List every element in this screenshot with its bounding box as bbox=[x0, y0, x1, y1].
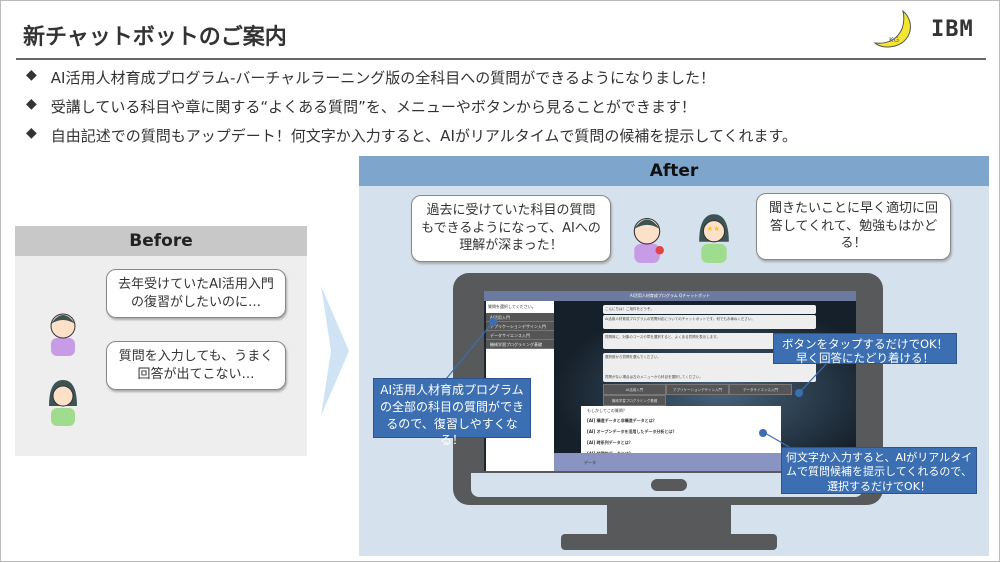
diamond-icon: ◆ bbox=[26, 96, 37, 112]
before-bubble-2: 質問を入力しても、うまく回答が出てこない… bbox=[106, 341, 286, 391]
sidebar-item[interactable]: データサイエンス入門 bbox=[486, 331, 554, 340]
bullet-text: 受講している科目や章に関する“よくある質問”を、メニューやボタンから見ることがで… bbox=[50, 98, 696, 116]
chat-input[interactable]: データ bbox=[554, 453, 856, 471]
svg-text:★★: ★★ bbox=[707, 224, 721, 233]
suggestion-heading: もしかしてこの質問？ bbox=[587, 408, 627, 413]
before-heading: Before bbox=[15, 226, 307, 256]
page-title: 新チャットボットのご案内 bbox=[23, 25, 287, 50]
distressed-girl-icon bbox=[49, 380, 77, 426]
bullet-2: ◆ 受講している科目や章に関する“よくある質問”を、メニューやボタンから見ることが… bbox=[26, 96, 696, 117]
bullet-text: AI活用人材育成プログラム-バーチャルラーニング版の全科目への質問ができるように… bbox=[50, 69, 715, 87]
diamond-icon: ◆ bbox=[26, 125, 37, 141]
sidebar-item[interactable]: AI活用入門 bbox=[486, 313, 554, 322]
before-bubble-1: 去年受けていたAI活用入門の復習がしたいのに… bbox=[106, 269, 286, 319]
monitor-button bbox=[651, 479, 687, 491]
course-button[interactable]: データサイエンス入門 bbox=[729, 384, 792, 395]
after-heading: After bbox=[359, 156, 989, 186]
confused-boy-icon bbox=[50, 313, 76, 356]
callout-dot bbox=[759, 429, 767, 437]
after-bubble-1: 過去に受けていた科目の質問もできるようになって、AIへの理解が深まった！ bbox=[411, 195, 611, 262]
chatbot-screen: AI活用人材育成プログラム Qチャットボット 質問を選択してください。 AI活用… bbox=[484, 291, 856, 471]
bullet-text: 自由記述での質問もアップデート！何文字か入力すると、AIがリアルタイムで質問の候… bbox=[50, 127, 798, 145]
course-button[interactable]: アプリケーションデザイン入門 bbox=[666, 384, 729, 395]
chat-message: 質問時に、対象のコースや章を選択すると、よくある質問を表示します。 bbox=[603, 333, 816, 349]
after-bubble-2: 聞きたいことに早く適切に回答してくれて、勉強もはかどる！ bbox=[756, 193, 951, 260]
suggestion-item[interactable]: [AI] オープンデータを活用したデータ分析とは？ bbox=[587, 429, 677, 434]
sidebar-item[interactable]: 機械学習プログラミング基礎 bbox=[486, 340, 554, 349]
course-button[interactable]: AI活用入門 bbox=[603, 384, 666, 395]
sidebar-prompt: 質問を選択してください。 bbox=[488, 304, 536, 309]
chat-message: 質問がない場合は左のメニューから科目を選択してください。 bbox=[603, 373, 816, 382]
suggestion-item[interactable]: [AI] 構造データと非構造データとは？ bbox=[587, 418, 657, 423]
sidebar-item[interactable]: アプリケーションデザイン入門 bbox=[486, 322, 554, 331]
course-button[interactable]: 機械学習プログラミング基礎 bbox=[603, 395, 666, 406]
diamond-icon: ◆ bbox=[26, 67, 37, 83]
monitor-stand bbox=[607, 504, 731, 536]
callout-button-tap: ボタンをタップするだけでOK！早く回答にたどり着ける！ bbox=[773, 333, 957, 365]
callout-dot bbox=[489, 318, 497, 326]
callout-dot bbox=[795, 389, 803, 397]
svg-text:KG: KG bbox=[889, 36, 899, 44]
chat-message: AI活用人材育成プログラムの質問対応についてのチャットボットです。何でもお尋ねく… bbox=[603, 315, 816, 329]
moon-logo-icon: KG bbox=[873, 9, 911, 48]
excited-girl-icon: ★★ bbox=[699, 214, 729, 263]
suggestion-item[interactable]: [AI] 時系列データとは？ bbox=[587, 440, 633, 445]
ibm-logo: IBM bbox=[931, 17, 974, 42]
happy-boy-icon bbox=[633, 217, 664, 263]
callout-realtime-suggest: 何文字か入力すると、AIがリアルタイムで質問候補を提示してくれるので、選択するだ… bbox=[781, 447, 977, 494]
suggestion-popup: もしかしてこの質問？ [AI] 構造データと非構造データとは？ [AI] オープ… bbox=[581, 406, 781, 458]
chatbot-title-bar: AI活用人材育成プログラム Qチャットボット bbox=[484, 291, 856, 301]
bullet-3: ◆ 自由記述での質問もアップデート！何文字か入力すると、AIがリアルタイムで質問の… bbox=[26, 125, 797, 146]
monitor-base bbox=[561, 534, 777, 550]
callout-all-subjects: AI活用人材育成プログラムの全部の科目の質問ができるので、復習しやすくなる！ bbox=[373, 378, 531, 447]
before-after-arrow-icon bbox=[321, 286, 349, 416]
title-divider bbox=[16, 58, 986, 60]
chat-message: こんにちは！ご用件をどうぞ。 bbox=[603, 305, 816, 314]
bullet-1: ◆ AI活用人材育成プログラム-バーチャルラーニング版の全科目への質問ができるよう… bbox=[26, 67, 715, 88]
